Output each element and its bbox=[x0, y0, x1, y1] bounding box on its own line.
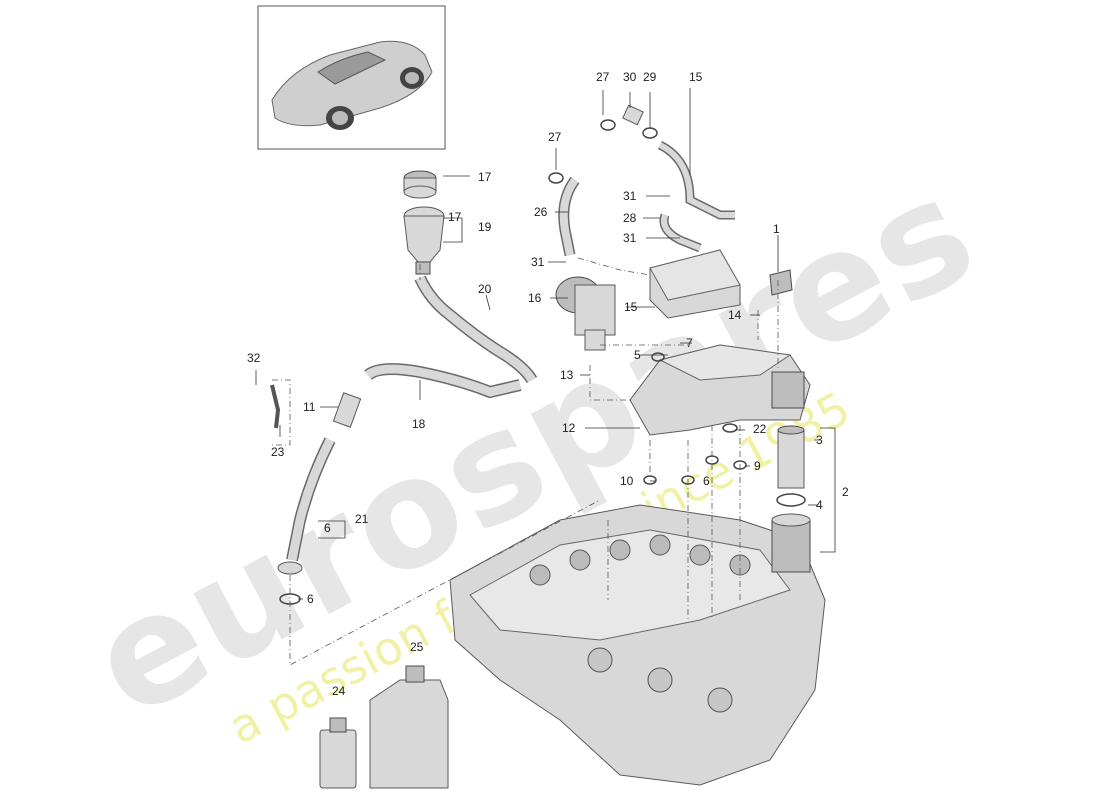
oil-filler-cap-icon[interactable] bbox=[403, 170, 437, 199]
callout-19: 19 bbox=[478, 220, 492, 234]
callout-3: 3 bbox=[816, 433, 823, 447]
callout-11: 11 bbox=[303, 400, 316, 414]
callout-31-left: 31 bbox=[531, 255, 545, 269]
oil-filler-neck-icon[interactable] bbox=[403, 206, 445, 275]
leader-lines bbox=[255, 88, 836, 600]
callout-28: 28 bbox=[623, 211, 637, 225]
callout-31-lower: 31 bbox=[623, 231, 637, 245]
callout-23: 23 bbox=[271, 445, 285, 459]
callout-13: 13 bbox=[560, 368, 574, 382]
dipstick-tube-icon[interactable] bbox=[270, 384, 362, 575]
coolant-hose-icon[interactable] bbox=[364, 363, 522, 399]
coolant-hose-icon[interactable] bbox=[558, 104, 735, 257]
callout-14: 14 bbox=[728, 308, 742, 322]
callout-6-seal: 6 bbox=[307, 592, 314, 606]
callout-31-upper: 31 bbox=[623, 189, 637, 203]
callout-27-left: 27 bbox=[548, 130, 562, 144]
oil-cooler-icon[interactable] bbox=[649, 249, 741, 319]
oil-filter-housing-icon[interactable] bbox=[629, 269, 811, 436]
oil-filter-element-icon[interactable] bbox=[771, 425, 811, 573]
callout-labels: 1 2 3 4 5 6 6 6 7 9 10 11 12 13 14 15 15… bbox=[247, 70, 849, 698]
callout-18: 18 bbox=[412, 417, 426, 431]
callout-32: 32 bbox=[247, 351, 261, 365]
callout-5: 5 bbox=[634, 348, 641, 362]
callout-9: 9 bbox=[754, 459, 761, 473]
callout-26: 26 bbox=[534, 205, 548, 219]
breather-hose-icon[interactable] bbox=[414, 275, 538, 384]
car-thumbnail[interactable] bbox=[257, 5, 446, 150]
callout-25: 25 bbox=[410, 640, 424, 654]
engine-block-icon[interactable] bbox=[449, 504, 826, 786]
callout-1: 1 bbox=[773, 222, 780, 236]
callout-15-top: 15 bbox=[689, 70, 703, 84]
oil-bottle-large-icon[interactable] bbox=[369, 665, 449, 789]
callout-12: 12 bbox=[562, 421, 576, 435]
callout-17-cap: 17 bbox=[478, 170, 492, 184]
callout-29: 29 bbox=[643, 70, 657, 84]
callout-15-cooler: 15 bbox=[624, 300, 638, 314]
guide-lines bbox=[272, 257, 779, 666]
callout-21: 21 bbox=[355, 512, 369, 526]
callout-7: 7 bbox=[686, 336, 693, 350]
callout-10: 10 bbox=[620, 474, 634, 488]
callout-6-center: 6 bbox=[703, 474, 710, 488]
callout-16: 16 bbox=[528, 291, 542, 305]
callout-24: 24 bbox=[332, 684, 346, 698]
callout-2: 2 bbox=[842, 485, 849, 499]
callout-22: 22 bbox=[753, 422, 767, 436]
oil-bottle-small-icon[interactable] bbox=[319, 717, 357, 789]
callout-17-neck: 17 bbox=[448, 210, 462, 224]
car-thumbnail-icon bbox=[271, 40, 433, 130]
callout-6-dipstick: 6 bbox=[324, 521, 331, 535]
oil-separator-icon[interactable] bbox=[555, 276, 616, 351]
callout-30: 30 bbox=[623, 70, 637, 84]
callout-20: 20 bbox=[478, 282, 492, 296]
callout-4: 4 bbox=[816, 498, 823, 512]
callout-27-top: 27 bbox=[596, 70, 610, 84]
